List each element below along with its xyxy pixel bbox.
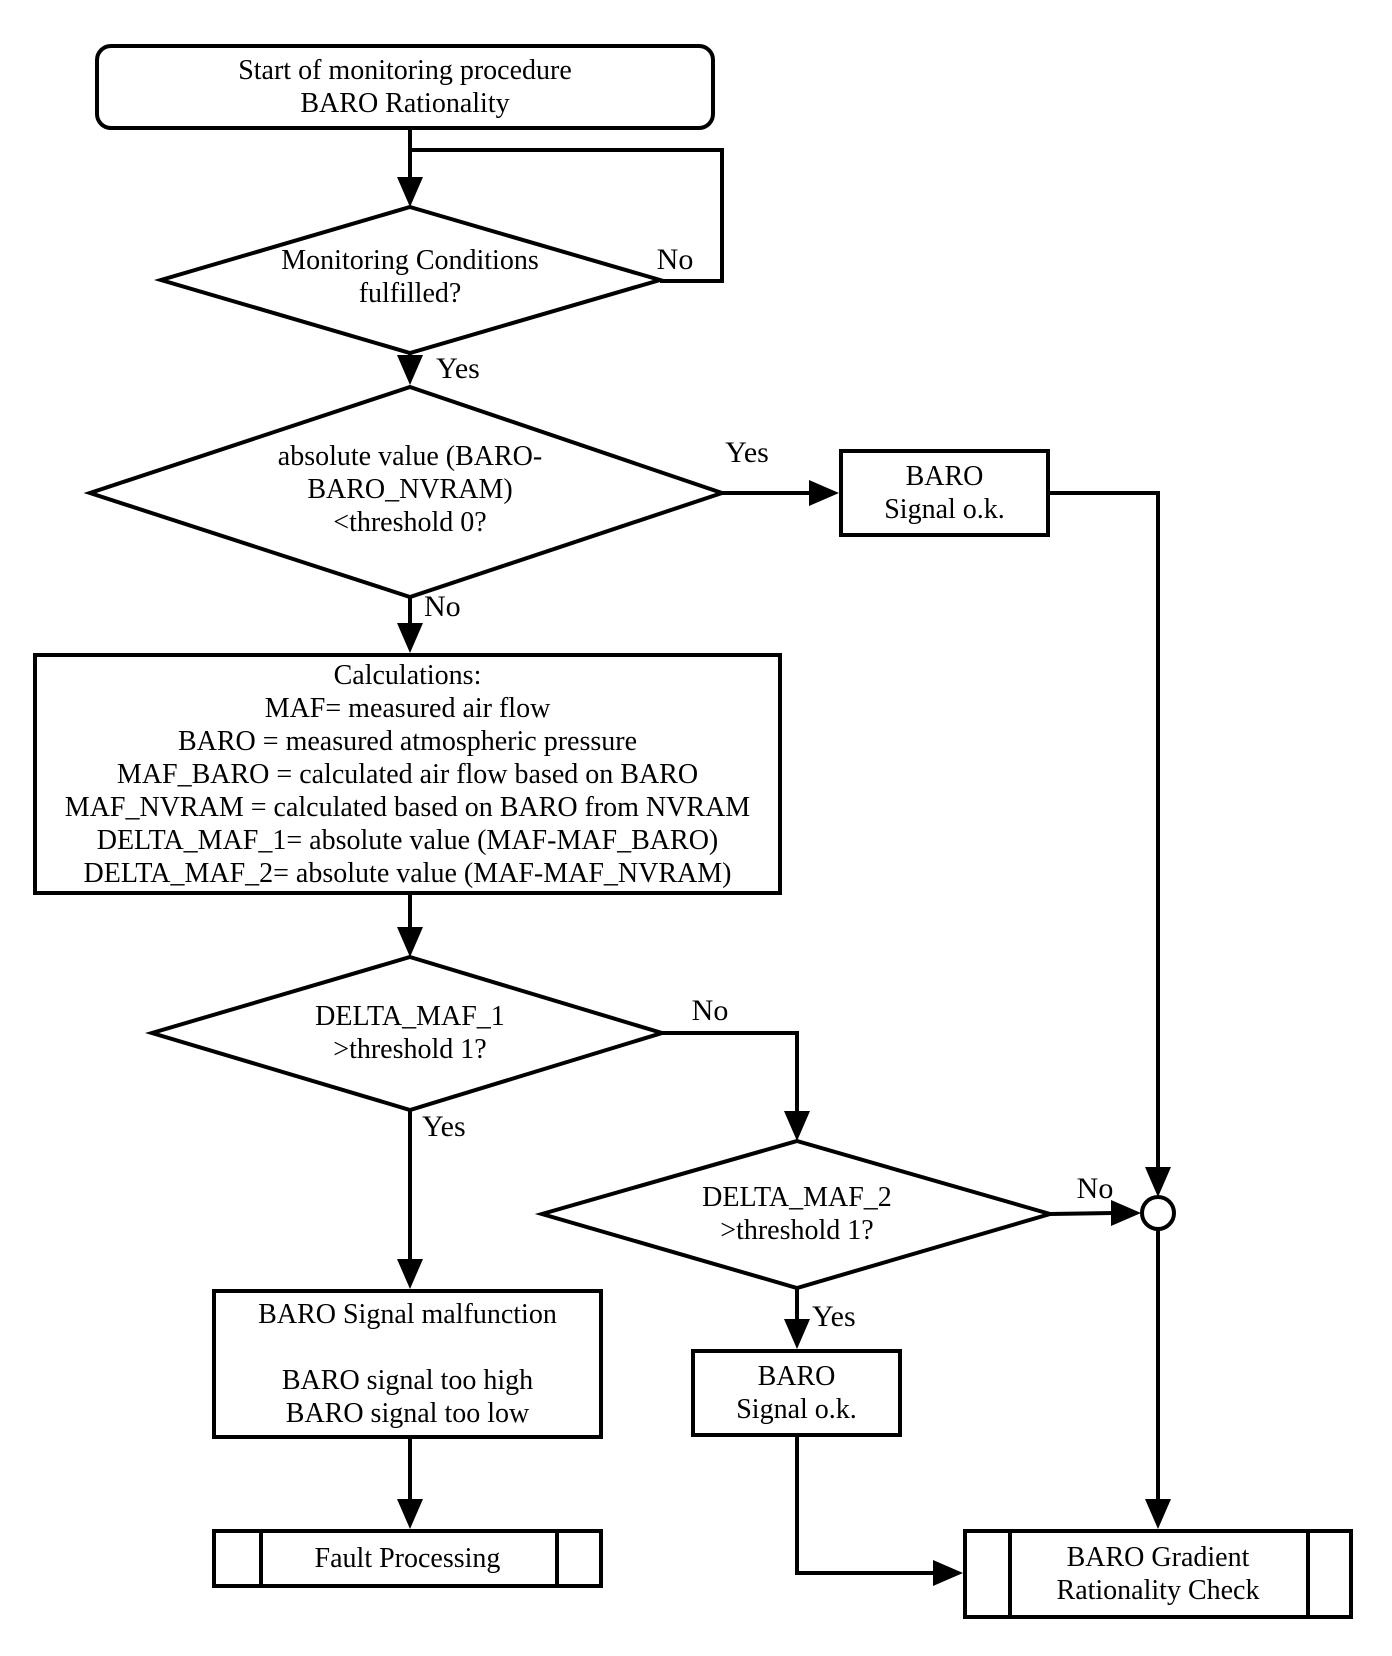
- node-baro-ok-1-line2: Signal o.k.: [884, 494, 1005, 525]
- arrowhead-into-fault: [397, 1499, 423, 1529]
- arrowhead-into-connector-top: [1145, 1167, 1171, 1197]
- edge-monitoring-no-loop: [410, 148, 724, 283]
- calculations-line-1: MAF= measured air flow: [264, 692, 551, 724]
- connector-circle: [1140, 1195, 1176, 1231]
- node-fault-processing: Fault Processing: [212, 1529, 603, 1588]
- arrowhead-into-calculations: [397, 623, 423, 653]
- edge-label-monitoring-yes: Yes: [436, 352, 480, 385]
- decision-delta2-line1: DELTA_MAF_2: [702, 1182, 892, 1213]
- decision-monitoring-shape: [153, 204, 668, 356]
- decision-delta1-shape: [144, 954, 669, 1113]
- arrowhead-into-connector-left: [1111, 1200, 1141, 1226]
- node-baro-gradient-line2: Rationality Check: [1056, 1575, 1260, 1606]
- edge-label-baro-nvram-no: No: [424, 590, 461, 623]
- arrowhead-into-delta1: [397, 927, 423, 957]
- edge-label-delta1-yes: Yes: [422, 1110, 466, 1143]
- node-baro-ok-1-line1: BARO: [905, 461, 984, 492]
- edge-label-baro-nvram-yes: Yes: [725, 436, 769, 469]
- node-start-line2: BARO Rationality: [300, 88, 510, 119]
- edge-label-delta1-no: No: [691, 994, 729, 1027]
- arrowhead-into-gradient-left: [933, 1560, 963, 1586]
- node-start: Start of monitoring procedure BARO Ratio…: [95, 44, 715, 130]
- arrowhead-into-baro-ok1: [809, 480, 839, 506]
- node-start-line1: Start of monitoring procedure: [238, 55, 572, 86]
- arrowhead-into-monitoring: [397, 177, 423, 207]
- decision-baro-nvram-line2: BARO_NVRAM): [307, 474, 513, 505]
- edge-label-delta2-yes: Yes: [812, 1300, 856, 1333]
- arrowhead-into-delta2: [784, 1111, 810, 1141]
- calculations-title: Calculations:: [333, 659, 482, 691]
- node-baro-gradient-line1: BARO Gradient: [1066, 1542, 1250, 1573]
- node-fault-processing-label: Fault Processing: [314, 1543, 501, 1574]
- decision-baro-nvram-line1: absolute value (BARO-: [277, 441, 543, 472]
- decision-monitoring-line2: fulfilled?: [358, 278, 462, 309]
- decision-monitoring-line1: Monitoring Conditions: [281, 245, 539, 276]
- node-malfunction-line1: BARO Signal malfunction: [258, 1299, 557, 1330]
- decision-delta1-line1: DELTA_MAF_1: [315, 1001, 505, 1032]
- calculations-line-6: DELTA_MAF_2= absolute value (MAF-MAF_NVR…: [83, 857, 732, 889]
- baro-gradient-right-bar: [1306, 1533, 1310, 1615]
- arrowhead-into-baro-ok2: [784, 1319, 810, 1349]
- edge-label-delta2-no: No: [1076, 1172, 1114, 1205]
- arrowhead-into-malfunction: [397, 1259, 423, 1289]
- node-malfunction: BARO Signal malfunction BARO signal too …: [212, 1289, 603, 1439]
- baro-gradient-left-bar: [1008, 1533, 1012, 1615]
- node-calculations: Calculations: MAF= measured air flow BAR…: [33, 653, 782, 895]
- fault-processing-left-bar: [259, 1533, 263, 1584]
- node-baro-ok-2-line1: BARO: [757, 1361, 836, 1392]
- arrowhead-into-gradient-top: [1145, 1499, 1171, 1529]
- decision-baro-nvram-text: absolute value (BARO- BARO_NVRAM) <thres…: [230, 440, 590, 539]
- calculations-line-5: DELTA_MAF_1= absolute value (MAF-MAF_BAR…: [96, 824, 719, 856]
- edge-label-monitoring-no: No: [656, 243, 694, 276]
- decision-baro-nvram-shape: [83, 384, 729, 600]
- node-malfunction-line3: BARO signal too low: [285, 1398, 530, 1429]
- decision-delta1-text: DELTA_MAF_1 >threshold 1?: [250, 1000, 570, 1066]
- edge-baro-ok2-to-gradient: [795, 1437, 937, 1575]
- decision-delta2-text: DELTA_MAF_2 >threshold 1?: [637, 1181, 957, 1247]
- calculations-line-2: BARO = measured atmospheric pressure: [177, 725, 637, 757]
- decision-baro-nvram-line3: <threshold 0?: [333, 507, 487, 538]
- calculations-line-4: MAF_NVRAM = calculated based on BARO fro…: [64, 791, 751, 823]
- arrowhead-into-baro-nvram: [397, 355, 423, 385]
- edge-delta2-no: [1049, 1211, 1114, 1216]
- decision-delta2-line2: >threshold 1?: [720, 1215, 874, 1246]
- node-malfunction-line2: BARO signal too high: [281, 1365, 534, 1396]
- edge-baro-ok1-to-connector: [1050, 491, 1160, 1170]
- edge-delta1-no: [662, 1031, 799, 1115]
- calculations-line-3: MAF_BARO = calculated air flow based on …: [116, 758, 699, 790]
- fault-processing-right-bar: [555, 1533, 559, 1584]
- decision-delta1-line2: >threshold 1?: [333, 1034, 487, 1065]
- decision-monitoring-text: Monitoring Conditions fulfilled?: [250, 244, 570, 310]
- node-baro-gradient: BARO Gradient Rationality Check: [963, 1529, 1353, 1619]
- decision-delta2-shape: [534, 1138, 1058, 1291]
- node-baro-ok-2: BARO Signal o.k.: [691, 1349, 902, 1437]
- node-baro-ok-1: BARO Signal o.k.: [839, 449, 1050, 537]
- node-baro-ok-2-line2: Signal o.k.: [736, 1394, 857, 1425]
